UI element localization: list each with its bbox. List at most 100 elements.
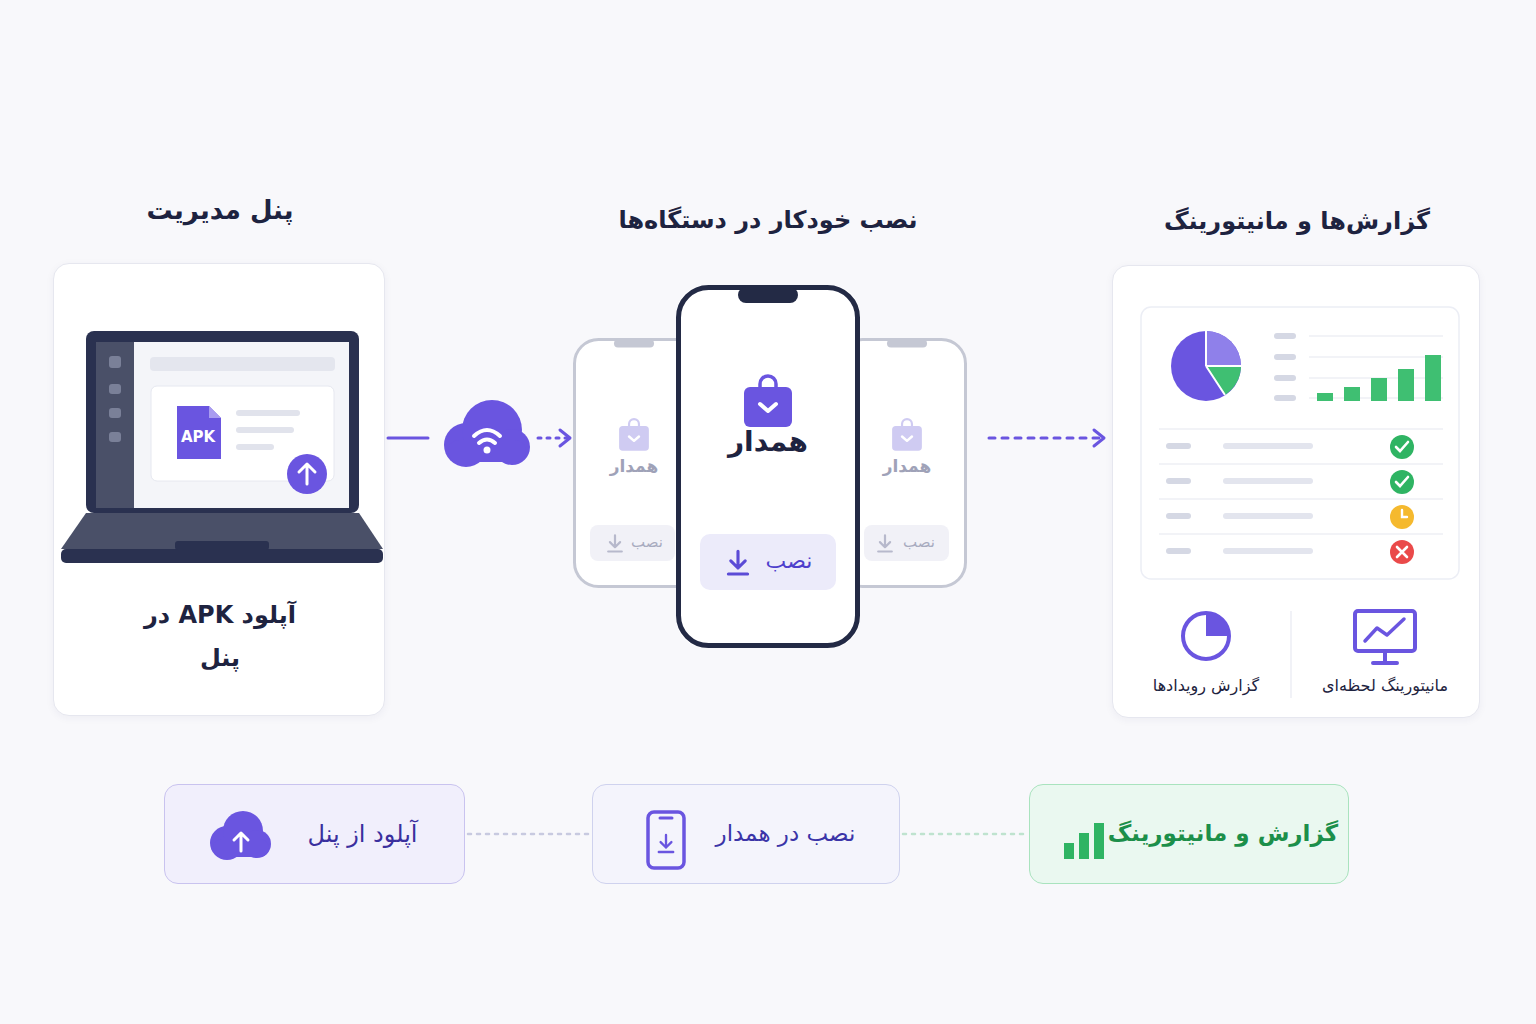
illustration-shape [1344,387,1360,401]
illustration-shape [1397,547,1407,557]
flow-connector [989,430,1104,446]
illustration-shape [1274,333,1296,401]
illustration-shape [902,419,912,426]
illustration-shape [287,454,327,494]
install-button-text: نصب [893,533,945,553]
illustration-shape [629,419,639,426]
illustration-shape [109,408,121,418]
install-button-text: نصب [754,547,824,576]
illustration-shape [1079,833,1089,859]
illustration-shape [109,432,121,442]
illustration-shape [892,426,922,451]
illustration-shape [61,549,383,563]
illustration-shape [86,331,359,513]
illustration-shape [629,436,639,440]
arrow-head [560,430,570,446]
illustration-shape [299,464,315,484]
illustration-shape [236,410,300,450]
illustration-shape [619,419,649,451]
illustration-shape [1141,307,1459,579]
illustration-shape [1396,477,1408,486]
illustration-shape [1390,540,1414,564]
illustration-shape [109,356,121,368]
illustration-shape [462,400,522,460]
illustration-shape [659,835,673,852]
flow-connector [468,834,589,835]
illustration-shape [1223,443,1313,449]
illustration-shape [892,419,922,451]
main-phone: همدار نصب [676,285,860,648]
illustration-shape [1274,354,1296,360]
illustration-shape [109,356,121,442]
illustration-shape [1064,843,1074,859]
illustration-shape [1206,613,1229,636]
illustration-shape [679,288,858,646]
illustration-shape [1373,651,1397,663]
step-pill: گزارش و مانیتورینگ [1029,784,1349,884]
illustration-shape [96,342,134,508]
illustration-shape [1274,375,1296,381]
cloud-wifi-icon [444,400,530,467]
illustration-shape [474,430,500,436]
illustration-shape [728,551,747,574]
illustration-shape [1223,548,1313,554]
illustration-shape [760,404,776,411]
app-name: همدار [676,424,860,460]
illustration-shape [1317,393,1333,401]
step-text: نصب در همدار [693,819,878,849]
illustration-shape [236,410,300,416]
illustration-shape [1206,331,1241,395]
illustration-shape [887,340,927,348]
illustration-shape [109,384,121,394]
illustration-shape [1064,823,1104,859]
illustration-shape [659,835,673,852]
illustration-shape [738,287,798,303]
illustration-shape [608,535,622,551]
illustration-shape [1206,331,1241,366]
panel-heading: گزارش‌ها و مانیتورینگ [1113,206,1481,237]
illustration-shape [234,833,248,851]
illustration-shape [484,447,491,454]
illustration-shape [1223,513,1313,519]
illustration-shape [608,535,622,551]
install-button-text: نصب [621,533,673,553]
illustration-shape [1183,613,1229,659]
illustration-shape [1166,548,1191,554]
connector-part [989,437,1104,440]
flow-connector [903,834,1026,835]
illustration-shape [61,513,383,549]
illustration-shape [479,440,495,444]
step-text: گزارش و مانیتورینگ [1106,819,1340,849]
illustration-shape [744,387,792,427]
arrow-head [1094,430,1104,446]
illustration-shape [236,444,274,450]
illustration-shape [1206,366,1241,395]
illustration-shape [1390,435,1414,459]
illustration-shape [236,427,294,433]
section-heading: نصب خودکار در دستگاه‌ها [528,205,1008,236]
illustration-shape [494,429,530,465]
illustration-shape [619,426,649,451]
illustration-shape [760,376,776,388]
illustration-shape [660,817,672,820]
illustration-shape [1113,266,1481,719]
connector-part [903,833,1026,836]
illustration-shape [1223,478,1313,484]
illustration-shape [1317,355,1441,401]
illustration-shape [1355,611,1415,651]
feature-label: گزارش رویدادها [1126,676,1286,697]
illustration-shape [614,340,654,348]
illustration-shape [864,525,949,561]
illustration-shape [676,285,860,648]
illustration-shape [878,535,892,551]
illustration-shape [728,551,747,574]
illustration-shape [1094,823,1104,859]
illustration-shape [1171,331,1241,401]
illustration-shape [1274,333,1296,339]
illustration-shape [209,406,221,418]
app-name: همدار [846,455,968,477]
illustration-shape [1290,611,1292,698]
illustration-shape [1390,470,1414,494]
illustration-shape [1425,355,1441,401]
illustration-shape [648,812,684,868]
